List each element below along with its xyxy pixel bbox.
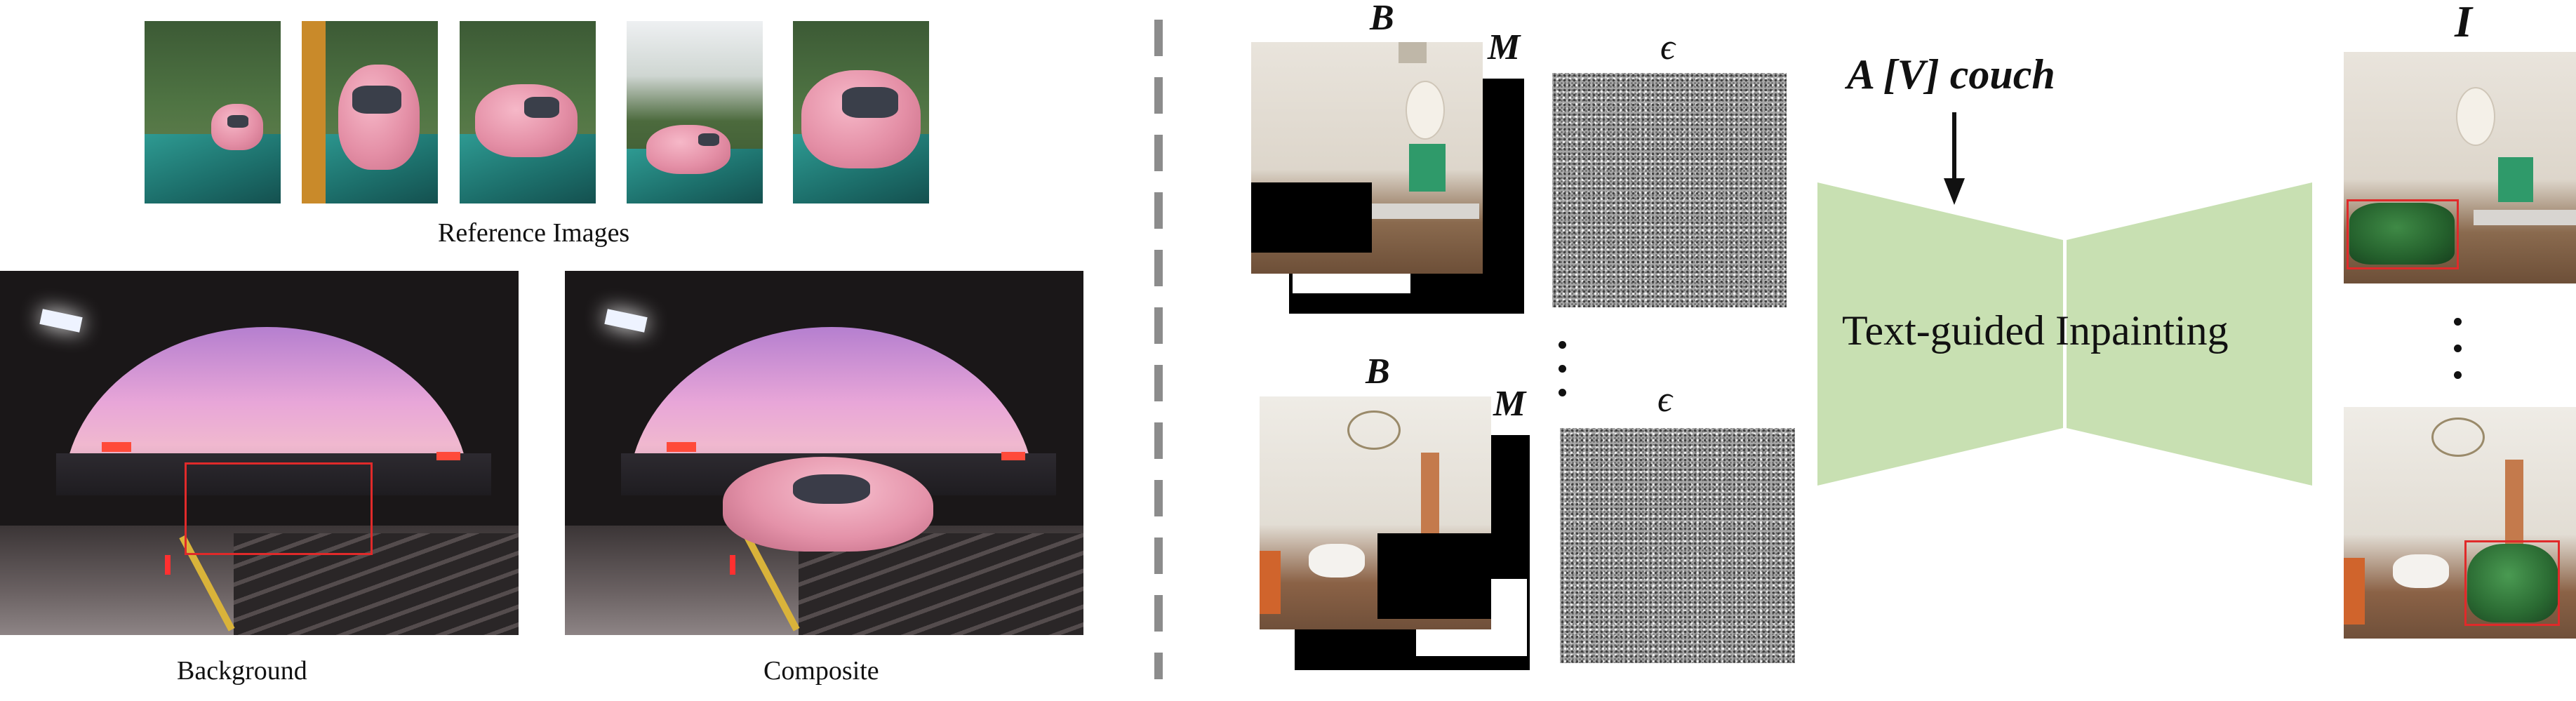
decoder-shape	[2067, 182, 2312, 486]
background-room-image-bottom	[1260, 396, 1491, 629]
background-symbol-top: B	[1370, 0, 1394, 38]
noise-symbol-bottom: ϵ	[1657, 380, 1672, 420]
insertion-region-box	[185, 462, 373, 555]
noise-image-top	[1552, 73, 1787, 307]
output-symbol: I	[2455, 0, 2472, 46]
background-image	[0, 271, 519, 635]
text-prompt: A [V] couch	[1847, 51, 2055, 98]
couch-highlight-bottom	[2464, 540, 2560, 626]
background-symbol-bottom: B	[1366, 352, 1390, 392]
reference-image-4	[627, 21, 763, 203]
background-room-image-top	[1251, 42, 1483, 274]
reference-images-caption: Reference Images	[438, 218, 630, 248]
couch-highlight-top	[2347, 199, 2459, 269]
output-image-bottom	[2344, 407, 2576, 639]
mask-symbol-top: M	[1488, 27, 1521, 67]
reference-image-1	[145, 21, 281, 203]
encoder-shape	[1817, 182, 2063, 486]
composite-image	[565, 271, 1083, 635]
green-couch-top	[2349, 203, 2455, 265]
inpainting-model	[1817, 182, 2312, 486]
prompt-arrow	[1952, 112, 1956, 182]
model-label: Text-guided Inpainting	[1842, 307, 2229, 354]
composite-caption: Composite	[763, 656, 879, 686]
reference-image-2	[302, 21, 438, 203]
output-image-top	[2344, 52, 2576, 283]
panel-divider	[1154, 20, 1163, 679]
mask-symbol-bottom: M	[1493, 384, 1526, 424]
reference-image-5	[793, 21, 929, 203]
noise-symbol-top: ϵ	[1660, 27, 1675, 67]
reference-image-3	[460, 21, 596, 203]
noise-image-bottom	[1560, 428, 1795, 663]
green-couch-bottom	[2467, 544, 2558, 622]
pink-pig-train	[723, 457, 933, 552]
background-caption: Background	[177, 656, 307, 686]
